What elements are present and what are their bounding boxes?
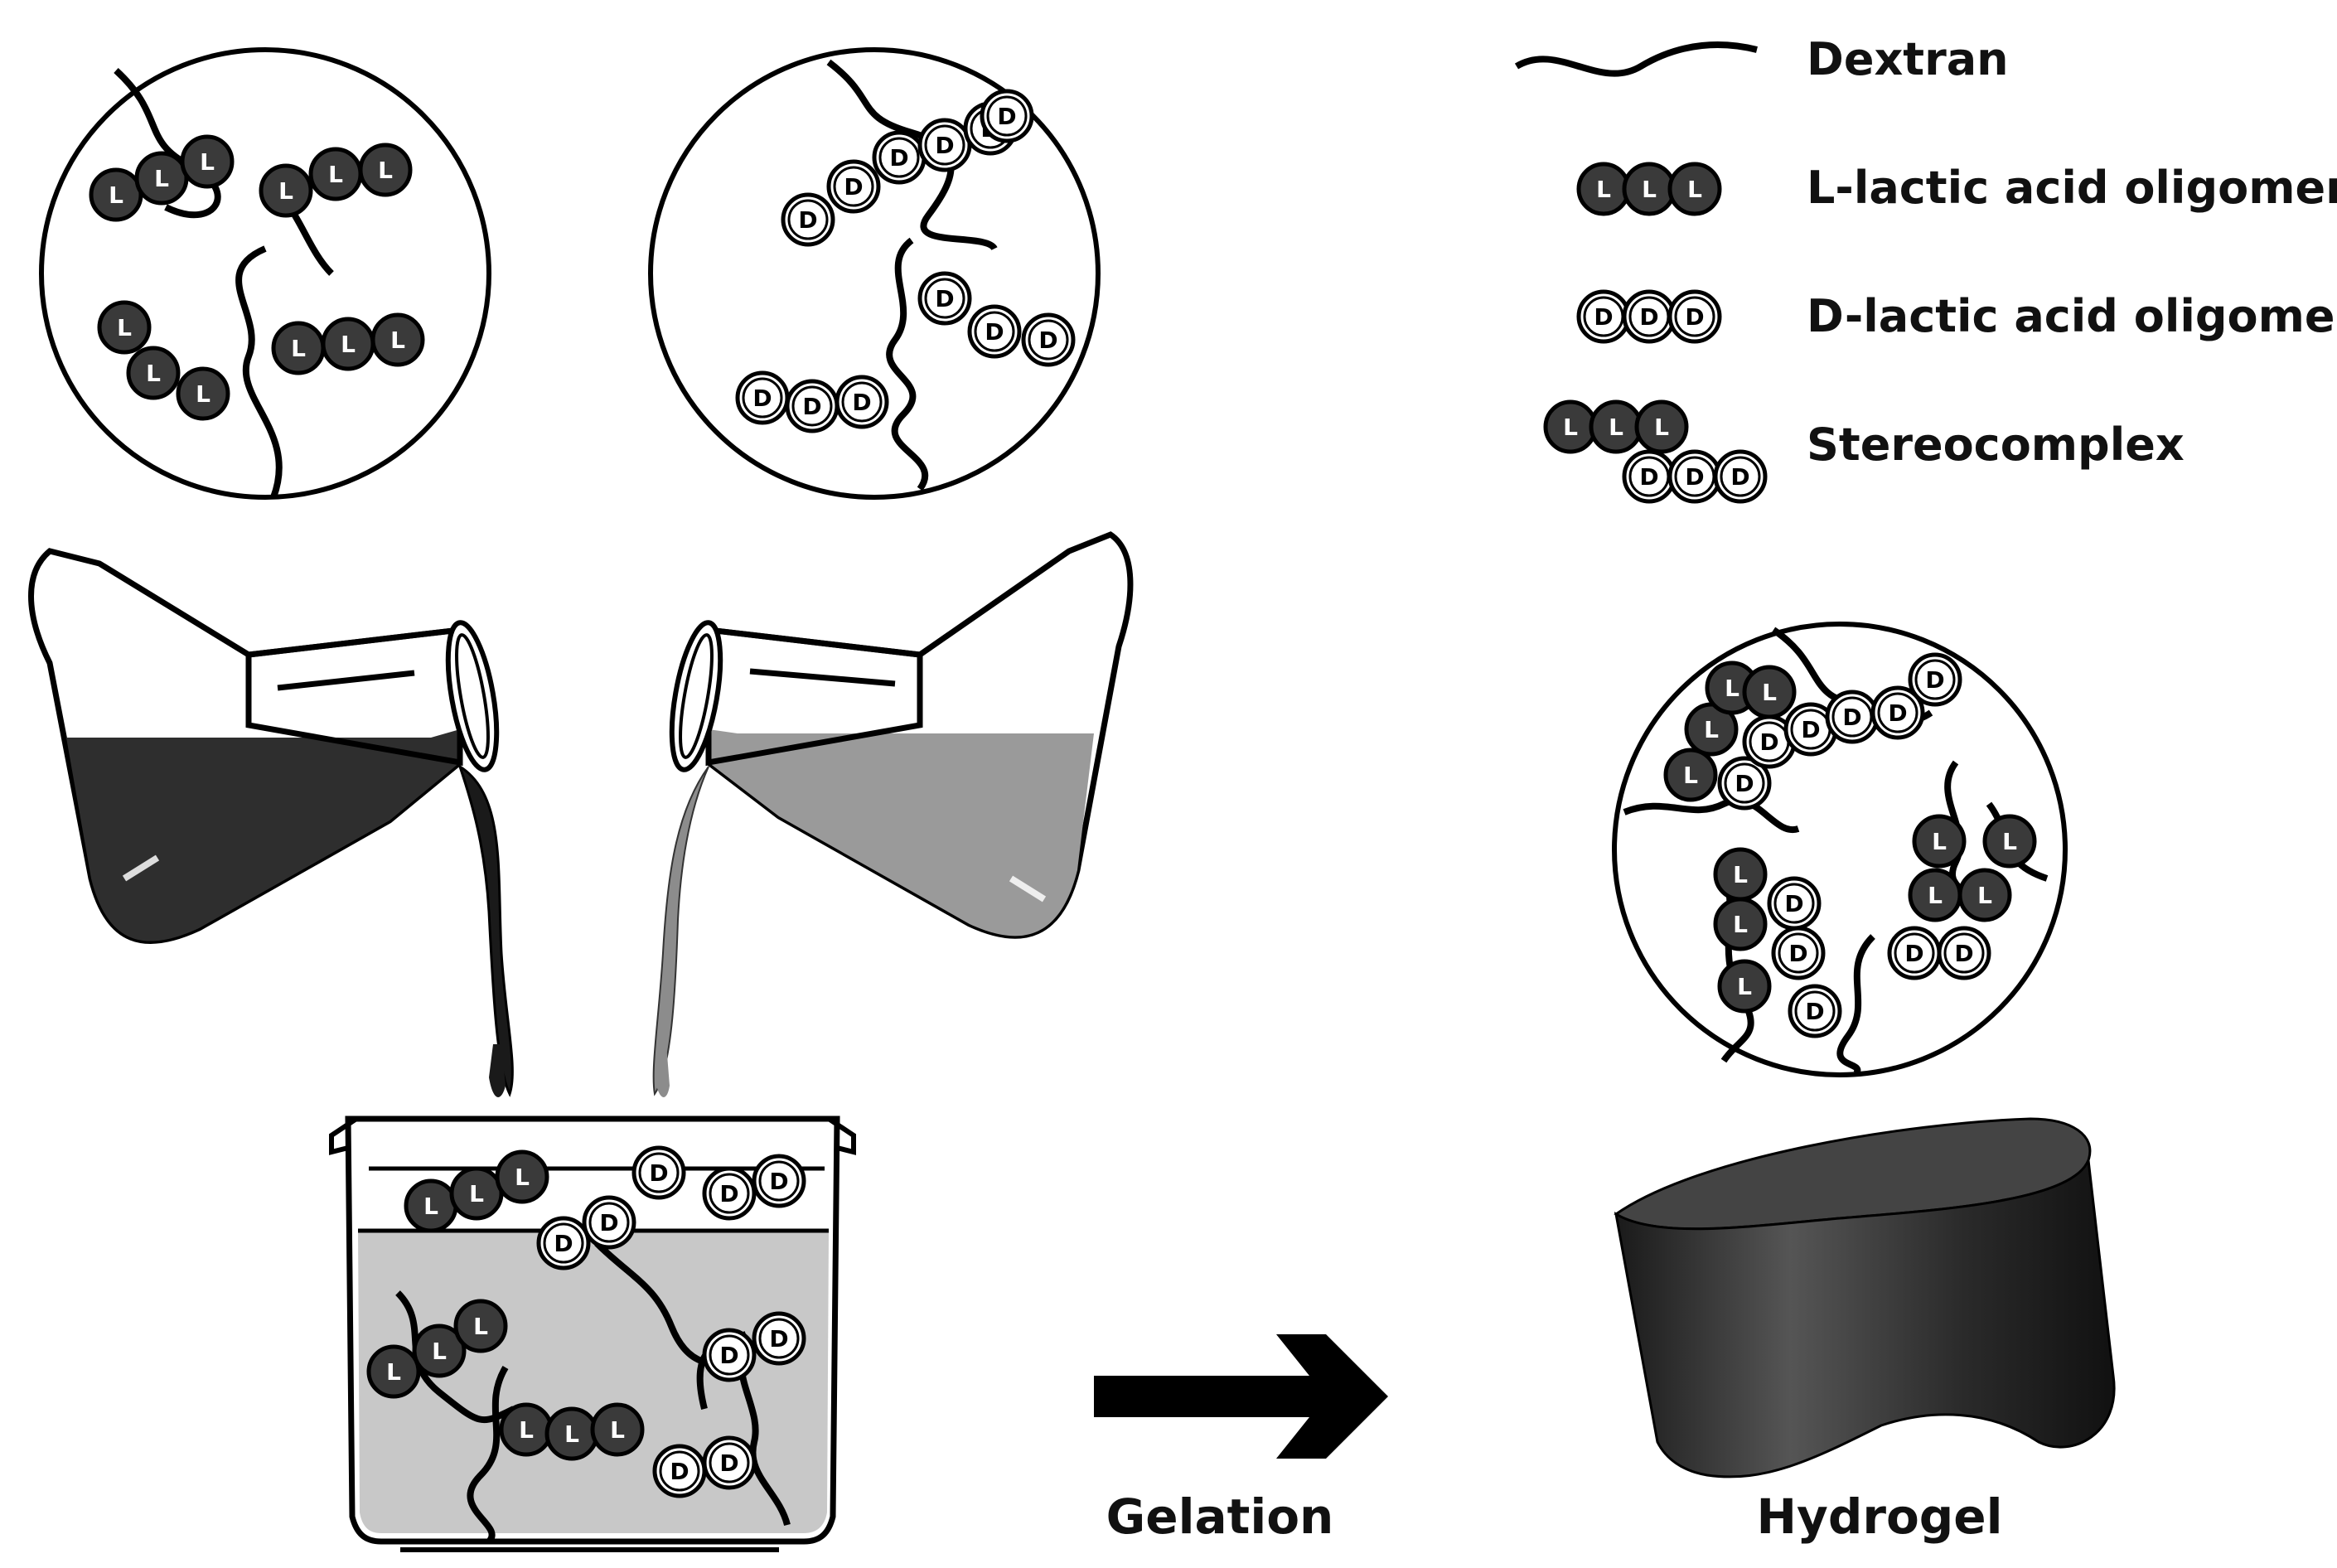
legend: Dextran L-lactic acid oligomer D-lactic … xyxy=(1514,33,2337,501)
legend-label-d-oligomer: D-lactic acid oligomer xyxy=(1807,290,2337,342)
legend-label-l-oligomer: L-lactic acid oligomer xyxy=(1807,162,2337,214)
legend-item-d-oligomer: D-lactic acid oligomer xyxy=(1579,290,2337,342)
legend-item-stereocomplex: Stereocomplex xyxy=(1546,402,2185,501)
dextran-chain-icon xyxy=(1514,41,1758,77)
legend-item-dextran: Dextran xyxy=(1514,33,2009,85)
d-oligomer-icon xyxy=(1579,292,1720,341)
gelation-label: Gelation xyxy=(1106,1488,1334,1545)
flask-l-oligomer xyxy=(28,548,514,1097)
l-oligomer-icon xyxy=(1579,164,1720,214)
l-oligomer-solution-zoom xyxy=(39,47,491,500)
right-arrow-icon xyxy=(1094,1334,1388,1459)
legend-label-dextran: Dextran xyxy=(1807,33,2009,85)
d-oligomer-solution-zoom xyxy=(648,47,1101,500)
legend-item-l-oligomer: L-lactic acid oligomer xyxy=(1579,162,2337,214)
gelation-arrow: Gelation xyxy=(1094,1334,1388,1545)
mixing-beaker xyxy=(329,1044,856,1552)
flask-d-oligomer xyxy=(652,531,1134,1096)
stereocomplex-network-zoom xyxy=(1612,622,2068,1077)
hydrogel-block: Hydrogel xyxy=(1614,1117,2116,1545)
legend-label-stereocomplex: Stereocomplex xyxy=(1807,419,2185,471)
stereocomplex-icon xyxy=(1546,402,1765,501)
hydrogel-label: Hydrogel xyxy=(1756,1488,2002,1545)
